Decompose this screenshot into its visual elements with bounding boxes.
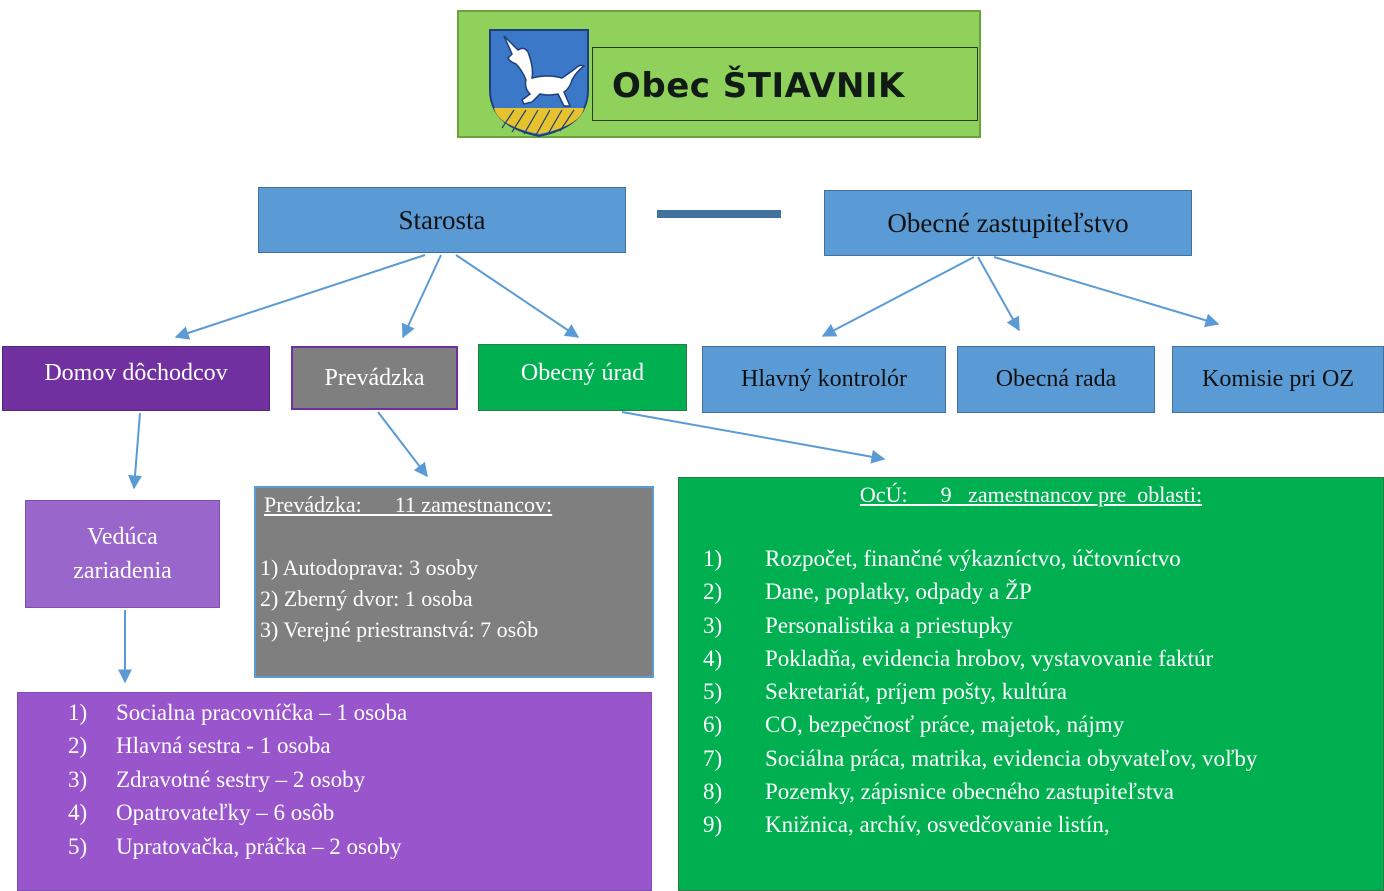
arrow-oz-rada <box>977 256 1020 332</box>
list-number: 8) <box>703 779 723 805</box>
list-item: 6) CO, bezpečnosť práce, majetok, nájmy <box>703 708 1257 741</box>
list-text: Sociálna práca, matrika, evidencia obyva… <box>765 745 1258 771</box>
list-item: 1) Autodoprava: 3 osoby <box>260 555 479 580</box>
list-text: Upratovačka, práčka – 2 osoby <box>116 833 402 859</box>
list-text: Opatrovateľky – 6 osôb <box>116 800 335 826</box>
arrow-starosta-prevadzka <box>401 254 442 339</box>
list-text: CO, bezpečnosť práce, majetok, nájmy <box>765 712 1125 738</box>
node-veduca-zariadenia: Vedúca zariadenia <box>25 500 220 608</box>
list-number: 5) <box>68 833 88 859</box>
domov-staff-box: 1) Socialna pracovníčka – 1 osoba 2) Hlavn… <box>17 692 652 891</box>
list-number: 4) <box>68 800 88 826</box>
node-prevadzka: Prevádzka <box>291 346 458 410</box>
list-item: 9) Knižnica, archív, osvedčovanie listín, <box>703 808 1257 841</box>
list-number: 1) <box>703 546 723 571</box>
arrow-starosta-urad <box>455 254 580 338</box>
list-text: Zdravotné sestry – 2 osoby <box>116 766 366 792</box>
arrow-oz-komisie <box>993 256 1220 328</box>
list-item: 4) Pokladňa, evidencia hrobov, vystavovan… <box>703 642 1257 675</box>
list-number: 3) <box>68 766 88 792</box>
list-item: 3) Personalistika a priestupky <box>703 609 1257 642</box>
ocu-staff-heading: OcÚ: 9 zamestnancov pre oblasti: <box>859 482 1203 507</box>
list-item: 2) Zberný dvor: 1 osoba <box>260 586 473 611</box>
list-item: 8) Pozemky, zápisnice obecného zastupiteľ… <box>703 775 1257 808</box>
list-number: 3) <box>703 612 723 638</box>
list-text: Hlavná sestra - 1 osoba <box>116 733 331 759</box>
coat-of-arms-icon <box>489 29 589 138</box>
list-text: Pokladňa, evidencia hrobov, vystavovanie… <box>765 645 1214 671</box>
node-domov-dochodcov: Domov dôchodcov <box>2 346 270 411</box>
arrow-starosta-domov <box>174 254 426 340</box>
list-text: Rozpočet, finančné výkazníctvo, účtovníc… <box>765 546 1181 571</box>
arrow-urad-ocu <box>621 411 886 464</box>
node-starosta: Starosta <box>258 187 626 253</box>
list-number: 7) <box>703 745 723 771</box>
node-obecny-urad: Obecný úrad <box>478 344 687 411</box>
list-item: 1) Socialna pracovníčka – 1 osoba <box>68 696 407 729</box>
list-text: Sekretariát, príjem pošty, kultúra <box>765 679 1067 705</box>
veduca-line-1: Vedúca <box>87 524 158 550</box>
list-number: 2) <box>703 579 723 605</box>
ocu-staff-list: 1) Rozpočet, finančné výkazníctvo, účtovn… <box>703 542 1257 842</box>
list-item: 5) Sekretariát, príjem pošty, kultúra <box>703 675 1257 708</box>
node-obecne-zastupitelstvo: Obecné zastupiteľstvo <box>824 190 1192 256</box>
list-number: 1) <box>68 700 88 725</box>
list-item: 5) Upratovačka, práčka – 2 osoby <box>68 830 407 863</box>
title-frame <box>592 47 978 121</box>
node-hlavny-kontrolor: Hlavný kontrolór <box>702 346 946 413</box>
ocu-staff-box: OcÚ: 9 zamestnancov pre oblasti: 1) Rozpo… <box>678 477 1384 891</box>
list-text: Personalistika a priestupky <box>765 612 1013 638</box>
list-text: Pozemky, zápisnice obecného zastupiteľst… <box>765 779 1174 805</box>
arrow-oz-kontrolor <box>821 256 975 337</box>
list-text: Socialna pracovníčka – 1 osoba <box>116 700 408 725</box>
list-number: 4) <box>703 645 723 671</box>
prevadzka-staff-heading: Prevádzka: 11 zamestnancov: <box>264 492 553 517</box>
arrow-prevadzka-box <box>377 411 428 478</box>
list-number: 6) <box>703 712 723 738</box>
list-number: 5) <box>703 679 723 705</box>
list-number: 2) <box>68 733 88 759</box>
list-item: 2) Hlavná sestra - 1 osoba <box>68 729 407 762</box>
list-item: 4) Opatrovateľky – 6 osôb <box>68 796 407 829</box>
list-number: 9) <box>703 812 723 838</box>
veduca-line-2: zariadenia <box>73 558 172 584</box>
list-item: 2) Dane, poplatky, odpady a ŽP <box>703 575 1257 608</box>
arrow-domov-veduca <box>128 412 142 490</box>
starosta-oz-connector <box>657 210 781 218</box>
page-title: Obec ŠTIAVNIK <box>612 66 905 106</box>
list-text: Knižnica, archív, osvedčovanie listín, <box>765 812 1110 838</box>
list-text: Dane, poplatky, odpady a ŽP <box>765 579 1032 605</box>
list-item: 3) Verejné priestranstvá: 7 osôb <box>260 617 539 642</box>
node-komisie-pri-oz: Komisie pri OZ <box>1172 346 1384 413</box>
prevadzka-staff-box: Prevádzka: 11 zamestnancov: 1) Autodopra… <box>254 486 654 678</box>
list-item: 1) Rozpočet, finančné výkazníctvo, účtovn… <box>703 542 1257 575</box>
prevadzka-staff-list: 1) Autodoprava: 3 osoby 2) Zberný dvor: … <box>260 552 538 645</box>
domov-staff-list: 1) Socialna pracovníčka – 1 osoba 2) Hlavn… <box>68 696 407 863</box>
list-item: 7) Sociálna práca, matrika, evidencia oby… <box>703 742 1257 775</box>
node-obecna-rada: Obecná rada <box>957 346 1155 413</box>
list-item: 3) Zdravotné sestry – 2 osoby <box>68 763 407 796</box>
